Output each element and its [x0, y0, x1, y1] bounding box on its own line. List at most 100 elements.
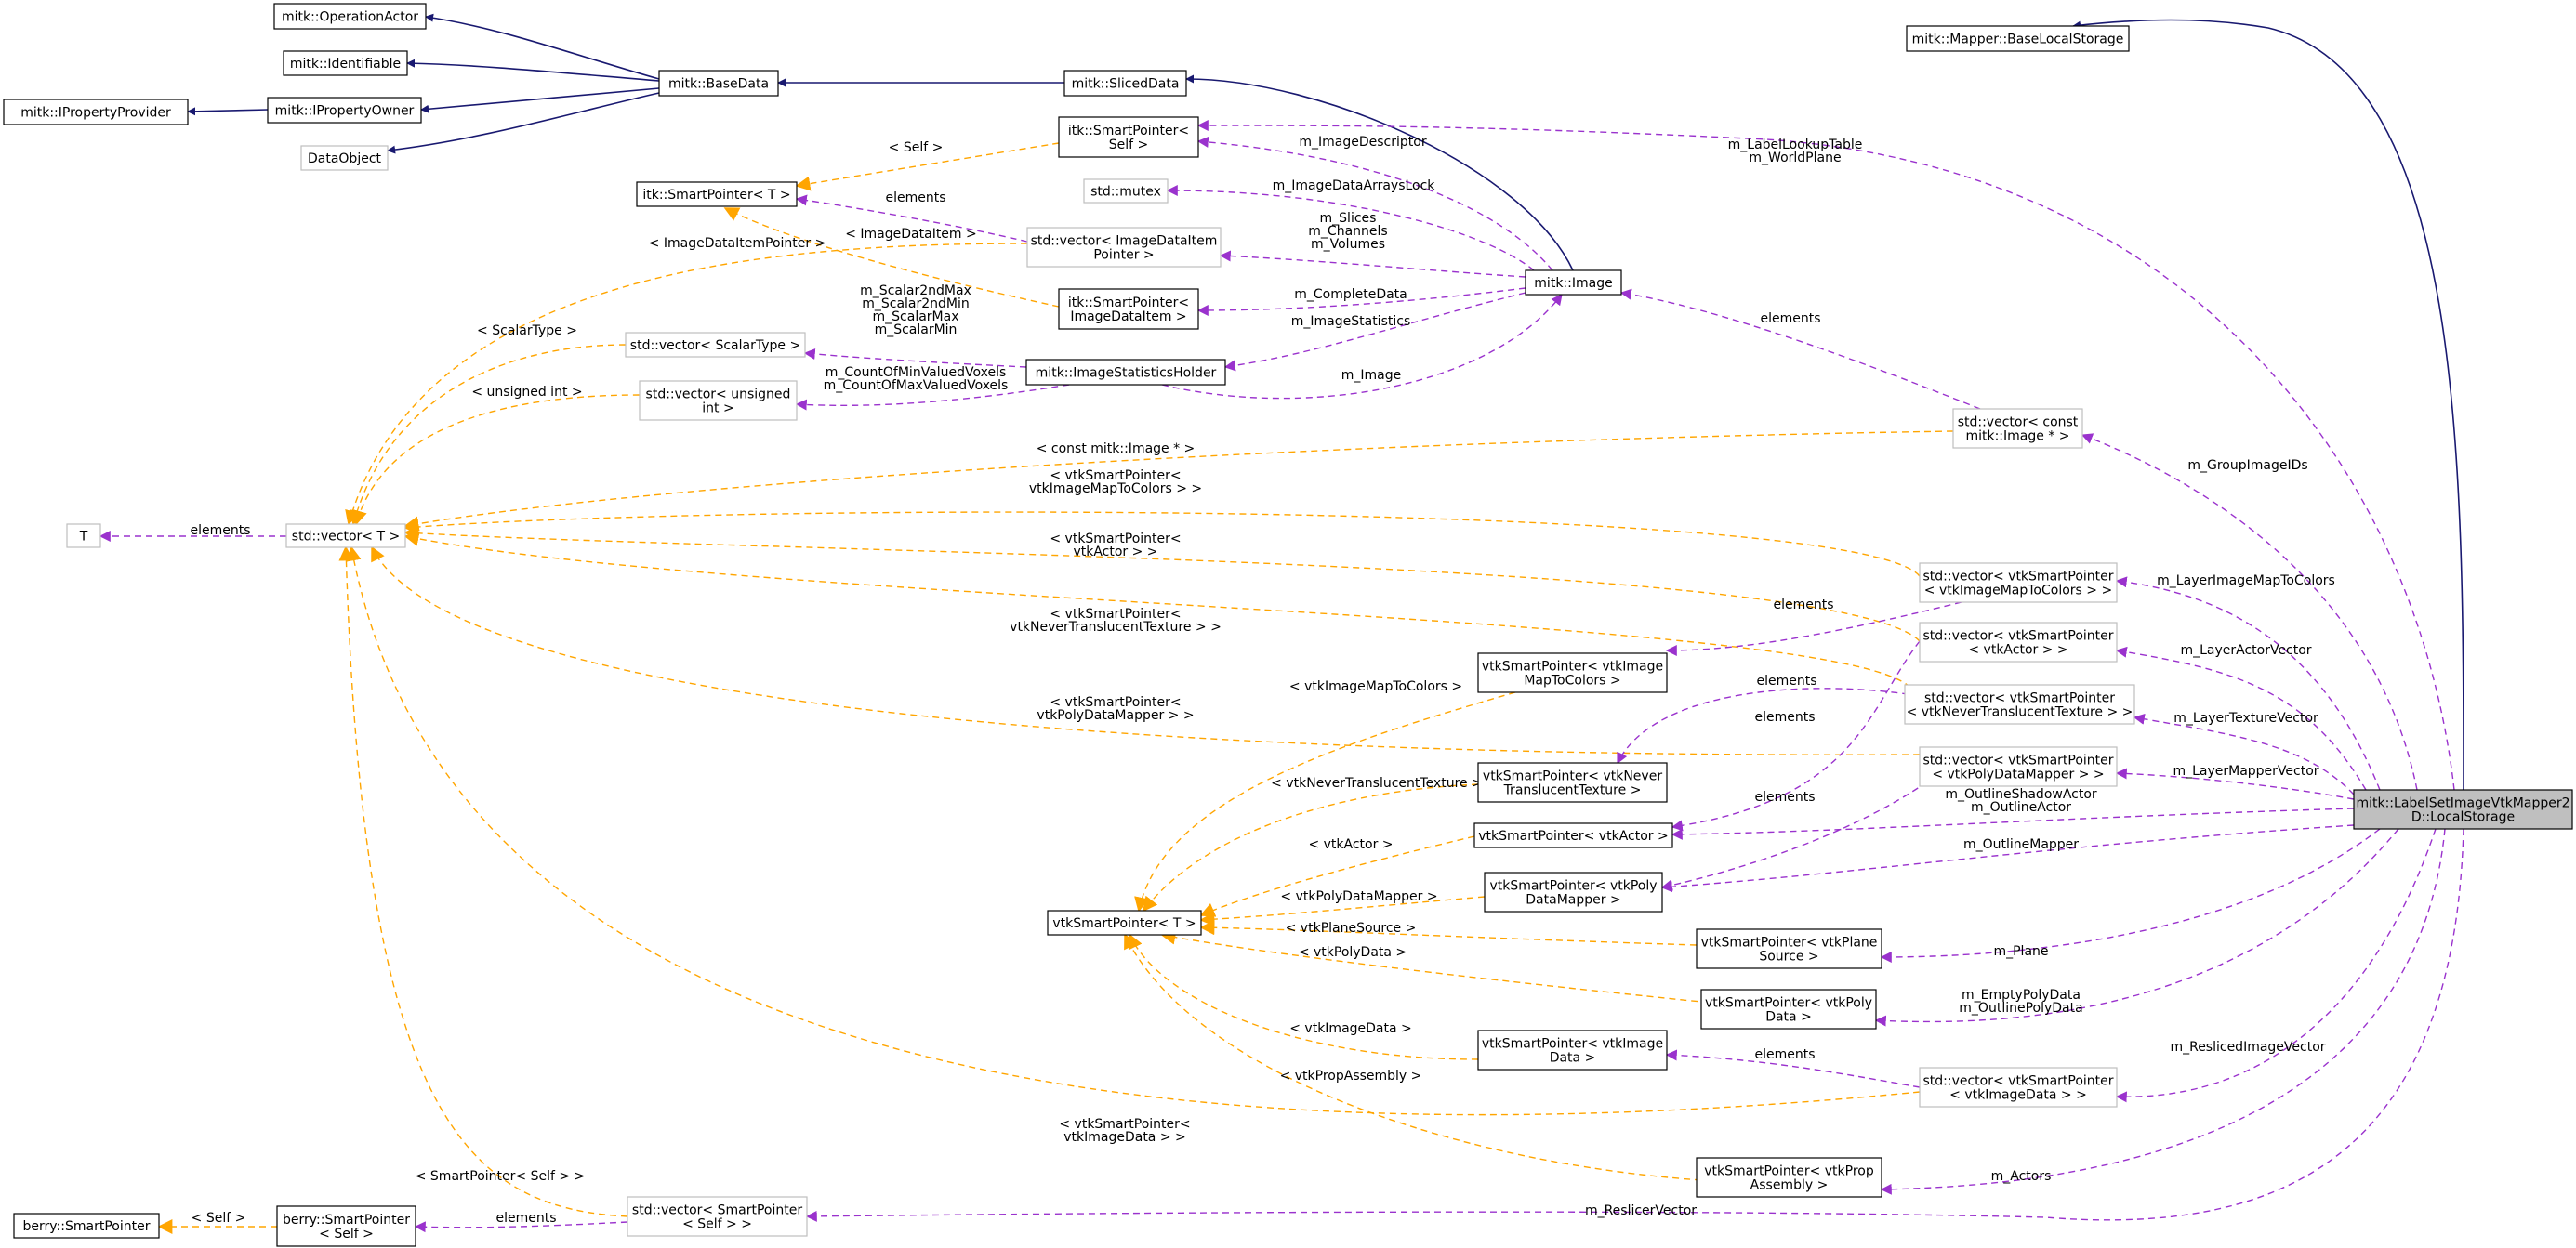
node-box [1058, 116, 1199, 158]
edge-label: < vtkImageData > [1289, 1021, 1412, 1036]
node-baselocal[interactable]: mitk::Mapper::BaseLocalStorage [1906, 25, 2130, 52]
node-t[interactable]: T [66, 523, 101, 548]
edge-label-line: m_LabelLookupTable [1728, 138, 1863, 152]
edge-line-template [1199, 835, 1475, 917]
node-vtksp_t[interactable]: vtkSmartPointer< T > [1047, 910, 1202, 936]
node-label-line: vtkSmartPointer< vtkPoly [1489, 879, 1657, 894]
edge-label-line: m_Actors [1991, 1169, 2052, 1184]
node-sliceddata[interactable]: mitk::SlicedData [1063, 70, 1187, 97]
node-vtksp_actor[interactable]: vtkSmartPointer< vtkActor > [1473, 822, 1673, 848]
edge-label: m_LayerMapperVector [2173, 764, 2318, 779]
edge-label: m_CompleteData [1294, 287, 1407, 302]
edge-line-usage [1660, 746, 1972, 891]
node-imgstats[interactable]: mitk::ImageStatisticsHolder [1025, 359, 1226, 386]
node-itksp_self[interactable]: itk::SmartPointer<Self > [1058, 116, 1199, 158]
node-label: std::vector< T > [292, 530, 400, 545]
edge-label: < vtkPlaneSource > [1286, 921, 1417, 936]
node-vec_spself[interactable]: std::vector< SmartPointer< Self > > [627, 1196, 808, 1237]
node-label-line: vtkSmartPointer< vtkImage [1482, 660, 1663, 675]
node-itksp_t[interactable]: itk::SmartPointer< T > [636, 181, 798, 207]
edge-label-line: < vtkSmartPointer< [1050, 468, 1181, 483]
edge-label: < vtkImageMapToColors > [1289, 679, 1462, 694]
edge-label: m_ImageDataArraysLock [1273, 178, 1436, 193]
node-label-line: mitk::Image [1534, 276, 1612, 291]
node-label-line: ImageDataItem > [1070, 309, 1186, 324]
node-label-line: std::vector< T > [292, 530, 400, 545]
node-label: itk::SmartPointer<ImageDataItem > [1068, 296, 1189, 324]
node-dataobject[interactable]: DataObject [300, 145, 389, 171]
edge-line-template [346, 545, 1921, 1116]
edge-label: < Self > [889, 140, 944, 155]
node-berrysp[interactable]: berry::SmartPointer [13, 1213, 160, 1239]
edge-label-line: vtkImageMapToColors > > [1029, 481, 1202, 496]
edge-basedata-to-ipropowner [420, 87, 660, 113]
node-vec_vtkimgmap[interactable]: std::vector< vtkSmartPointer< vtkImageMa… [1919, 562, 2118, 603]
edge-ipropowner-to-ipropprovider [187, 107, 269, 116]
node-label: std::mutex [1090, 185, 1161, 200]
node-vec_vtkactor[interactable]: std::vector< vtkSmartPointer< vtkActor >… [1919, 622, 2118, 663]
node-box [1906, 25, 2130, 52]
edge-label-line: < vtkSmartPointer< [1059, 1117, 1190, 1132]
node-box [1058, 288, 1199, 330]
node-ipropowner[interactable]: mitk::IPropertyOwner [267, 97, 422, 124]
edge-label-line: < vtkSmartPointer< [1050, 607, 1181, 622]
edge-vec_vtkimgmap-to-vec_t: < vtkSmartPointer<vtkImageMapToColors > … [403, 468, 1921, 577]
edge-line-inherit [387, 92, 660, 154]
node-vec_scalartype[interactable]: std::vector< ScalarType > [625, 332, 806, 358]
node-box [66, 523, 101, 548]
node-vec_t[interactable]: std::vector< T > [285, 523, 406, 548]
edge-label-line: vtkImageData > > [1063, 1130, 1186, 1145]
node-basedata[interactable]: mitk::BaseData [658, 70, 779, 97]
edge-line-template [352, 394, 641, 526]
node-vec_vtkpolymap[interactable]: std::vector< vtkSmartPointer< vtkPolyDat… [1919, 746, 2118, 787]
node-opactor[interactable]: mitk::OperationActor [273, 3, 427, 30]
edge-label-line: < vtkSmartPointer< [1050, 532, 1181, 546]
node-box [2353, 789, 2573, 830]
edge-label-line: elements [885, 190, 945, 205]
edge-label: m_Plane [1993, 944, 2048, 959]
edge-label-line: < vtkActor > [1308, 837, 1393, 852]
node-ipropprovider[interactable]: mitk::IPropertyProvider [3, 99, 189, 125]
edge-line-usage [1880, 828, 2446, 1195]
edge-line-template [403, 511, 1921, 577]
edge-basedata-to-opactor [425, 13, 660, 80]
edge-label-line: elements [1754, 1047, 1815, 1062]
node-identifiable[interactable]: mitk::Identifiable [283, 50, 408, 76]
node-box [1919, 622, 2118, 663]
node-label-line: itk::SmartPointer< [1068, 124, 1189, 138]
edge-line-usage [1617, 688, 1921, 765]
node-label-line: mitk::Mapper::BaseLocalStorage [1912, 33, 2124, 47]
node-label: DataObject [308, 151, 382, 166]
edge-vtksp_propasm-to-vtksp_t: < vtkPropAssembly > [1124, 933, 1702, 1181]
edge-label: m_ReslicerVector [1585, 1203, 1697, 1218]
edge-vec_vtkactor-to-vec_t: < vtkSmartPointer<vtkActor > > [403, 525, 1921, 642]
node-stdmutex[interactable]: std::mutex [1083, 178, 1169, 204]
node-berrysp_self[interactable]: berry::SmartPointer< Self > [276, 1205, 416, 1247]
node-label-line: std::vector< unsigned [646, 388, 791, 402]
node-itksp_imgdataitem[interactable]: itk::SmartPointer<ImageDataItem > [1058, 288, 1199, 330]
edge-label-line: m_ReslicedImageVector [2170, 1040, 2325, 1055]
node-vec_vtknevertex[interactable]: std::vector< vtkSmartPointer< vtkNeverTr… [1904, 684, 2135, 725]
edge-label-line: m_GroupImageIDs [2187, 458, 2307, 473]
edge-label-line: < const mitk::Image * > [1037, 441, 1196, 456]
node-label-line: Assembly > [1750, 1178, 1829, 1193]
edge-line-template [1134, 691, 1516, 913]
node-mitkimage[interactable]: mitk::Image [1525, 269, 1622, 296]
node-vec_vtkimgdata[interactable]: std::vector< vtkSmartPointer< vtkImageDa… [1919, 1067, 2118, 1108]
